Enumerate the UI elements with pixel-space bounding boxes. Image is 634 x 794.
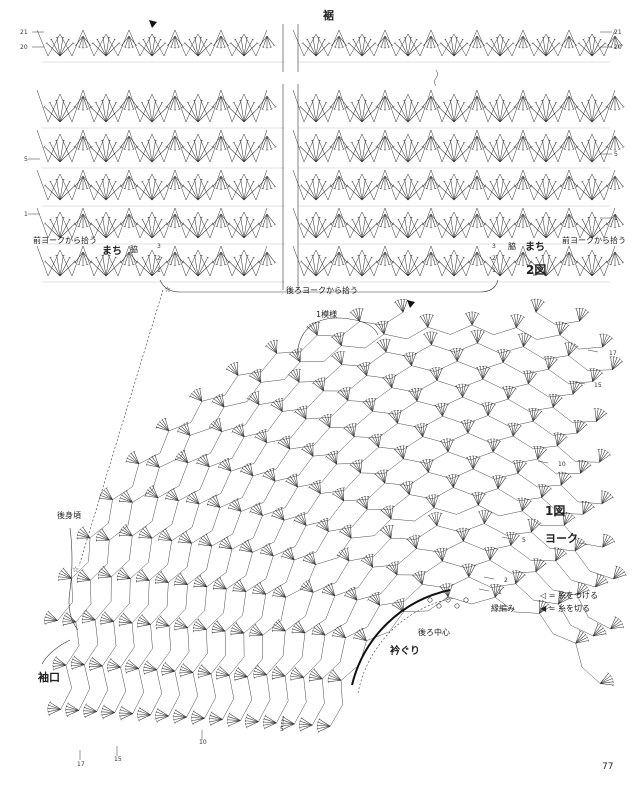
row-number-sleeve-10: 10 — [199, 739, 207, 746]
gusset-row-right-2: 2 — [492, 255, 496, 262]
back-body-label: 後身頃 — [57, 511, 81, 520]
back-center-label: 後ろ中心 — [418, 628, 450, 637]
edging-label: 縁編み — [491, 604, 515, 613]
gusset-row-right-3: 3 — [492, 243, 496, 250]
gusset-row-right-1: 1 — [492, 267, 496, 274]
legend-cut-yarn: ◀ = 糸を切る — [540, 604, 590, 613]
side-label-left: 脇 — [130, 245, 138, 254]
pattern-repeat-label: 1模様 — [316, 310, 338, 319]
gusset-row-left-2: 2 — [157, 255, 161, 262]
figure-1-label: 1図 — [545, 504, 566, 518]
yoke-label: ヨーク — [545, 532, 578, 545]
front-yoke-pickup-right: 前ヨークから拾う — [562, 236, 626, 245]
row-number-right-1: 1 — [614, 215, 618, 222]
row-number-right-21: 21 — [614, 29, 622, 36]
row-number-yoke-2: 2 — [504, 577, 508, 584]
row-number-yoke-5: 5 — [522, 537, 526, 544]
row-number-left-21: 21 — [20, 29, 28, 36]
row-number-sleeve-15: 15 — [114, 756, 122, 763]
neckline-label: 衿ぐり — [390, 646, 420, 657]
row-number-left-1: 1 — [24, 211, 28, 218]
legend-attach-yarn: ◁ = 糸をつける — [540, 591, 598, 600]
figure-2-label: 2図 — [526, 263, 547, 277]
svg-text:☆: ☆ — [72, 565, 79, 574]
page-number: 77 — [602, 762, 614, 772]
gusset-label-right: まち — [525, 242, 545, 253]
front-yoke-pickup-left: 前ヨークから拾う — [33, 236, 97, 245]
side-label-right: 脇 — [508, 242, 516, 251]
sleeve-cuff-label: 袖口 — [38, 671, 60, 684]
row-number-right-20: 20 — [614, 44, 622, 51]
row-number-right-5: 5 — [614, 151, 618, 158]
row-number-yoke-10: 10 — [558, 461, 566, 468]
row-number-sleeve-5: 5 — [280, 726, 284, 733]
row-number-left-20: 20 — [20, 44, 28, 51]
row-number-yoke-17: 17 — [609, 350, 617, 357]
gusset-row-left-1: 1 — [157, 267, 161, 274]
row-number-yoke-1: 1 — [498, 589, 502, 596]
back-yoke-pickup-label: 後ろヨークから拾う — [286, 286, 358, 295]
row-number-sleeve-17: 17 — [77, 761, 85, 768]
row-number-left-5: 5 — [24, 156, 28, 163]
svg-text:☆: ☆ — [164, 285, 171, 294]
gusset-row-left-3: 3 — [157, 243, 161, 250]
row-number-yoke-15: 15 — [594, 382, 602, 389]
gusset-label-left: まち — [102, 246, 122, 257]
hem-label: 裾 — [323, 9, 334, 22]
